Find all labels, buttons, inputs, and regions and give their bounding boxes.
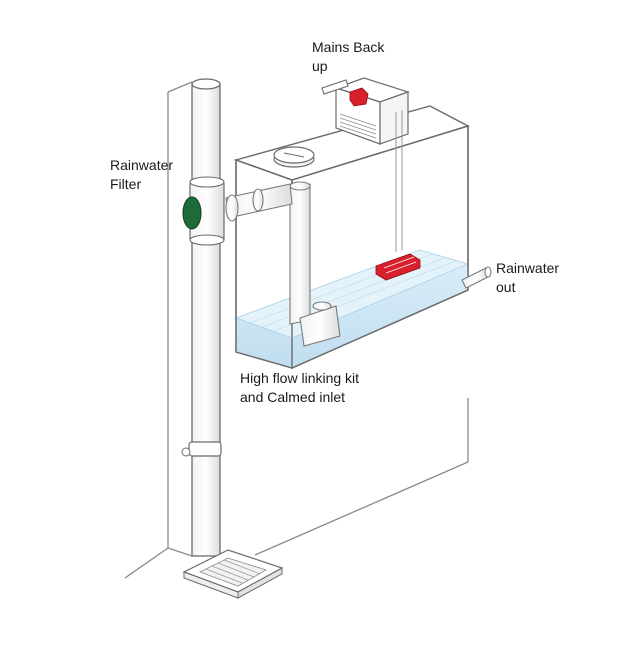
rainwater-out-pipe xyxy=(461,266,492,289)
tank-water xyxy=(236,264,468,368)
linking-kit-line-1: High flow linking kit xyxy=(240,370,360,386)
calmed-inlet-pipe xyxy=(289,181,341,347)
rainwater-filter-icon xyxy=(182,196,202,230)
mains-backup-unit xyxy=(321,77,410,252)
wall xyxy=(124,81,469,579)
mains-backup-label: Mains Back up xyxy=(312,38,384,76)
rainwater-filter-line-1: Rainwater xyxy=(110,157,174,173)
mains-backup-line-1: Mains Back xyxy=(312,39,385,55)
linking-kit-line-2: and Calmed inlet xyxy=(240,389,346,405)
inlet-connector xyxy=(225,183,293,222)
rainwater-out-line-1: Rainwater xyxy=(496,260,560,276)
mains-valve-icon xyxy=(349,87,369,107)
rainwater-out-line-2: out xyxy=(496,279,516,295)
tank-lid xyxy=(273,146,315,168)
rainwater-out-label: Rainwater out xyxy=(496,259,559,297)
rainwater-filter-line-2: Filter xyxy=(110,176,142,192)
tank xyxy=(233,105,470,370)
linking-kit-label: High flow linking kit and Calmed inlet xyxy=(240,369,359,407)
mains-backup-line-2: up xyxy=(312,58,328,74)
float-valve-icon xyxy=(375,253,421,281)
downpipe xyxy=(181,78,225,557)
rainwater-filter-label: Rainwater Filter xyxy=(110,156,173,194)
gully-grate xyxy=(182,549,284,599)
